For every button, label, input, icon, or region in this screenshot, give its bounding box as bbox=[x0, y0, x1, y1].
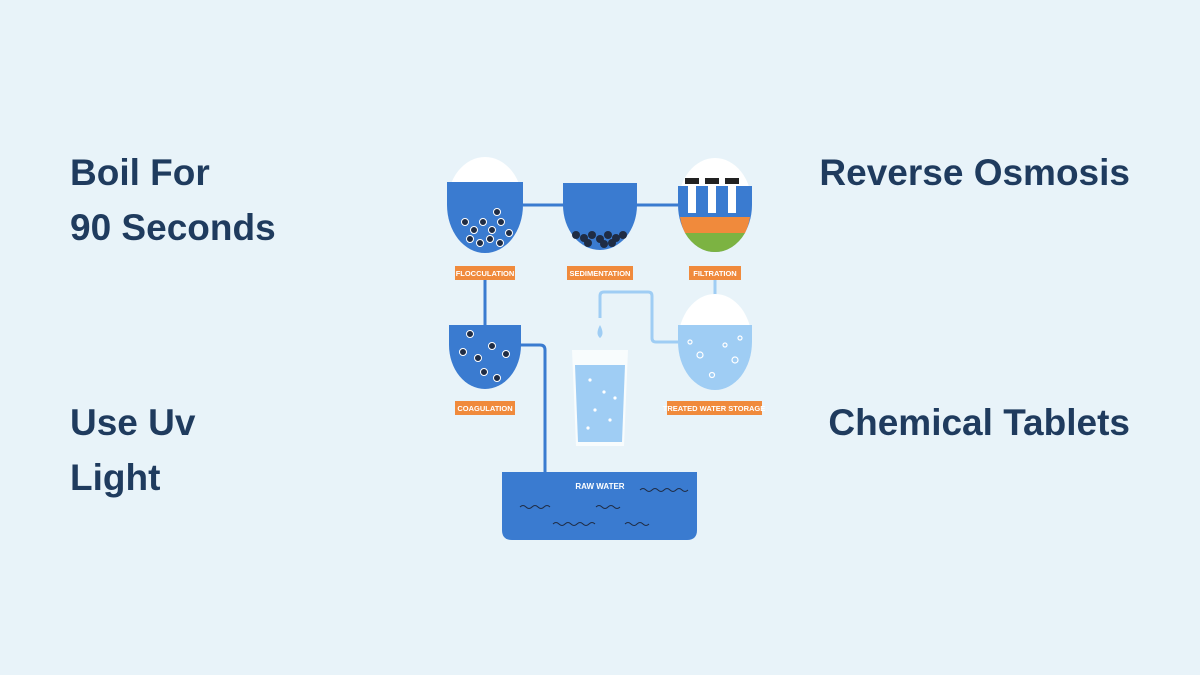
flocculation-label-text: FLOCCULATION bbox=[456, 269, 515, 278]
raw-water-basin: RAW WATER bbox=[502, 472, 697, 540]
treated-storage-label-text: TREATED WATER STORAGE bbox=[663, 404, 766, 413]
sedimentation-label-text: SEDIMENTATION bbox=[570, 269, 631, 278]
method-boil-line2: 90 Seconds bbox=[70, 207, 276, 248]
flocculation-tank bbox=[447, 157, 523, 253]
water-drop-icon bbox=[597, 325, 603, 338]
filtration-tank bbox=[678, 158, 752, 253]
pipes bbox=[483, 203, 680, 472]
method-boil-heading: Boil For 90 Seconds bbox=[70, 145, 276, 255]
coagulation-tank bbox=[449, 325, 521, 389]
filtration-label: FILTRATION bbox=[689, 266, 741, 280]
treated-storage-label: TREATED WATER STORAGE bbox=[663, 401, 766, 415]
method-boil-line1: Boil For bbox=[70, 152, 210, 193]
sedimentation-tank bbox=[563, 183, 637, 250]
filtration-label-text: FILTRATION bbox=[693, 269, 736, 278]
method-uv-heading: Use Uv Light bbox=[70, 395, 195, 505]
raw-water-label: RAW WATER bbox=[575, 482, 624, 491]
coagulation-label: COAGULATION bbox=[455, 401, 515, 415]
method-uv-line2: Light bbox=[70, 457, 161, 498]
coagulation-label-text: COAGULATION bbox=[457, 404, 512, 413]
glass-of-water bbox=[572, 350, 628, 446]
method-chemical-tablets-heading: Chemical Tablets bbox=[828, 402, 1130, 443]
treated-pipe bbox=[598, 280, 717, 344]
flocculation-label: FLOCCULATION bbox=[455, 266, 515, 280]
method-uv-line1: Use Uv bbox=[70, 402, 196, 443]
method-reverse-osmosis-heading: Reverse Osmosis bbox=[819, 152, 1130, 193]
sedimentation-label: SEDIMENTATION bbox=[567, 266, 633, 280]
treated-storage-tank bbox=[678, 294, 752, 390]
